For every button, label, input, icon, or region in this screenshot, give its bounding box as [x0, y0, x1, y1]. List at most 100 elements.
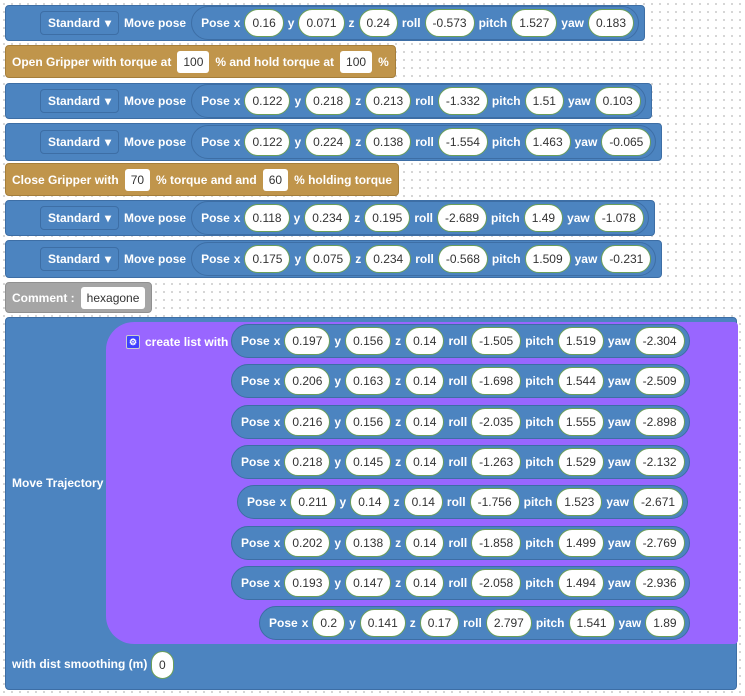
yaw-input[interactable]: -2.898 [634, 407, 685, 436]
roll-input[interactable]: -2.689 [437, 204, 488, 232]
pitch-input[interactable]: 1.49 [523, 204, 564, 232]
yaw-input[interactable]: -0.065 [601, 128, 652, 156]
y-input[interactable]: 0.147 [345, 568, 392, 597]
hold-torque-input[interactable]: 60 [262, 168, 289, 191]
z-input[interactable]: 0.195 [364, 204, 411, 232]
z-input[interactable]: 0.14 [403, 488, 443, 517]
y-input[interactable]: 0.163 [345, 367, 392, 396]
x-input[interactable]: 0.202 [284, 528, 331, 557]
x-input[interactable]: 0.216 [284, 407, 331, 436]
z-input[interactable]: 0.24 [358, 9, 398, 37]
x-input[interactable]: 0.206 [284, 367, 331, 396]
roll-input[interactable]: -1.756 [469, 488, 520, 517]
mode-dropdown[interactable]: Standard▾ [40, 130, 120, 154]
smoothing-input[interactable]: 0 [151, 651, 174, 679]
yaw-input[interactable]: -2.509 [634, 367, 685, 396]
x-input[interactable]: 0.2 [312, 609, 346, 638]
gear-icon[interactable]: ⚙ [126, 335, 140, 349]
x-input[interactable]: 0.122 [244, 128, 291, 156]
y-input[interactable]: 0.071 [298, 9, 345, 37]
z-input[interactable]: 0.14 [405, 407, 445, 436]
z-input[interactable]: 0.14 [405, 568, 445, 597]
z-input[interactable]: 0.14 [405, 327, 445, 355]
y-input[interactable]: 0.14 [350, 488, 390, 517]
pitch-input[interactable]: 1.555 [557, 407, 604, 436]
torque-input[interactable]: 100 [177, 50, 210, 73]
roll-input[interactable]: -1.858 [471, 528, 522, 557]
y-input[interactable]: 0.156 [345, 327, 392, 355]
yaw-input[interactable]: -2.769 [634, 528, 685, 557]
yaw-input[interactable]: -2.936 [634, 568, 685, 597]
yaw-input[interactable]: -1.078 [593, 204, 644, 232]
x-input[interactable]: 0.16 [244, 9, 284, 37]
torque-input[interactable]: 70 [124, 168, 151, 191]
mode-dropdown[interactable]: Standard▾ [40, 11, 120, 35]
roll-input[interactable]: -0.568 [437, 245, 488, 273]
y-input[interactable]: 0.224 [305, 128, 352, 156]
open-gripper-block[interactable]: Open Gripper with torque at 100 % and ho… [5, 45, 396, 78]
x-input[interactable]: 0.197 [284, 327, 331, 355]
roll-input[interactable]: 2.797 [485, 609, 532, 638]
roll-input[interactable]: -1.554 [437, 128, 488, 156]
x-input[interactable]: 0.211 [290, 488, 336, 517]
roll-input[interactable]: -0.573 [424, 9, 475, 37]
mode-dropdown[interactable]: Standard▾ [40, 247, 120, 271]
z-input[interactable]: 0.17 [419, 609, 460, 638]
yaw-input[interactable]: 0.103 [594, 87, 641, 115]
y-input[interactable]: 0.218 [305, 87, 352, 115]
x-input[interactable]: 0.193 [284, 568, 331, 597]
yaw-input[interactable]: -2.671 [633, 488, 684, 517]
pitch-input[interactable]: 1.494 [557, 568, 604, 597]
roll-input[interactable]: -2.058 [471, 568, 522, 597]
x-input[interactable]: 0.122 [244, 87, 291, 115]
z-input[interactable]: 0.14 [405, 528, 445, 557]
comment-block[interactable]: Comment : hexagone [5, 282, 153, 313]
pitch-input[interactable]: 1.523 [556, 488, 603, 517]
y-input[interactable]: 0.075 [305, 245, 352, 273]
pitch-input[interactable]: 1.529 [557, 447, 604, 476]
roll-input[interactable]: -1.698 [471, 367, 522, 396]
y-input[interactable]: 0.156 [345, 407, 392, 436]
yaw-input[interactable]: -2.132 [634, 447, 685, 476]
roll-input[interactable]: -1.505 [471, 327, 522, 355]
pitch-input[interactable]: 1.51 [524, 87, 564, 115]
yaw-input[interactable]: -0.231 [601, 245, 652, 273]
mode-dropdown[interactable]: Standard▾ [40, 206, 120, 230]
x-input[interactable]: 0.175 [244, 245, 291, 273]
z-input[interactable]: 0.138 [365, 128, 412, 156]
z-input[interactable]: 0.14 [405, 367, 445, 396]
x-input[interactable]: 0.118 [244, 204, 290, 232]
pitch-input[interactable]: 1.541 [568, 609, 615, 638]
hold-torque-input[interactable]: 100 [340, 50, 373, 73]
mode-dropdown[interactable]: Standard▾ [40, 89, 120, 113]
y-input[interactable]: 0.141 [359, 609, 406, 638]
pitch-input[interactable]: 1.519 [557, 327, 604, 355]
pitch-input[interactable]: 1.544 [557, 367, 604, 396]
z-input[interactable]: 0.213 [365, 87, 412, 115]
y-input[interactable]: 0.234 [304, 204, 351, 232]
y-input[interactable]: 0.145 [345, 447, 392, 476]
close-gripper-block[interactable]: Close Gripper with 70 % torque and and 6… [5, 163, 400, 196]
roll-input[interactable]: -1.332 [437, 87, 488, 115]
roll-input[interactable]: -1.263 [471, 447, 522, 476]
yaw-input[interactable]: -2.304 [634, 327, 685, 355]
pitch-input[interactable]: 1.463 [524, 128, 571, 156]
comment-input[interactable]: hexagone [80, 286, 146, 309]
yaw-input[interactable]: 0.183 [587, 9, 634, 37]
